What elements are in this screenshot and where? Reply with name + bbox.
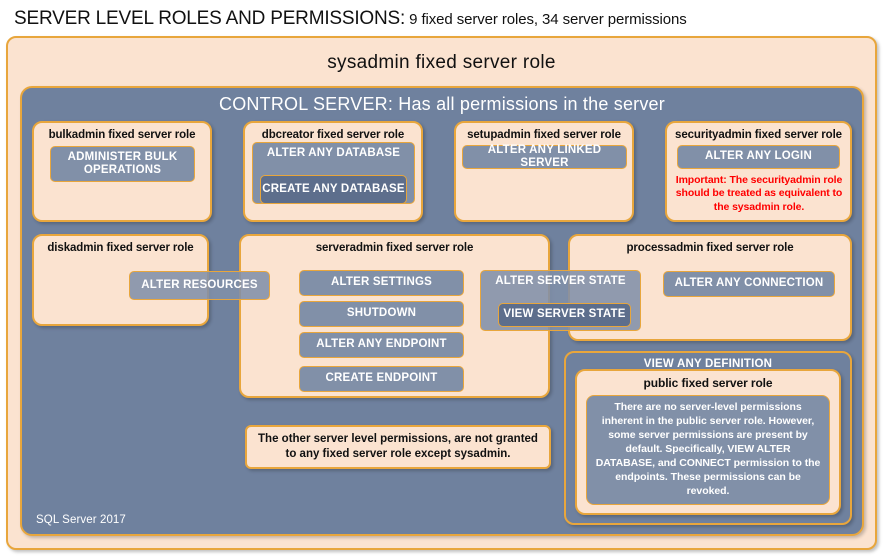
page-title-sub: 9 fixed server roles, 34 server permissi…	[405, 11, 687, 28]
permission-alter-any-database-label: ALTER ANY DATABASE	[266, 147, 401, 159]
securityadmin-warning-note: Important: The securityadmin role should…	[675, 174, 843, 213]
other-permissions-note: The other server level permissions, are …	[245, 425, 551, 469]
permission-alter-any-connection[interactable]: ALTER ANY CONNECTION	[663, 271, 835, 297]
role-title-public: public fixed server role	[643, 376, 773, 390]
role-title-bulkadmin: bulkadmin fixed server role	[48, 129, 196, 141]
role-box-diskadmin: diskadmin fixed server role	[32, 234, 209, 326]
permission-administer-bulk-operations[interactable]: ADMINISTER BULK OPERATIONS	[50, 146, 195, 182]
control-server-label: CONTROL SERVER: Has all permissions in t…	[219, 94, 665, 114]
permission-view-server-state[interactable]: VIEW SERVER STATE	[498, 303, 631, 327]
sysadmin-role-label: sysadmin fixed server role	[327, 52, 556, 73]
permission-create-any-database[interactable]: CREATE ANY DATABASE	[260, 175, 407, 204]
permission-alter-server-state-label: ALTER SERVER STATE	[495, 275, 626, 287]
role-title-serveradmin: serveradmin fixed server role	[315, 242, 474, 254]
role-title-diskadmin: diskadmin fixed server role	[47, 242, 194, 254]
role-title-securityadmin: securityadmin fixed server role	[675, 129, 842, 141]
role-title-processadmin: processadmin fixed server role	[626, 242, 794, 254]
permission-view-any-definition[interactable]: VIEW ANY DEFINITION	[643, 358, 773, 370]
permission-alter-resources[interactable]: ALTER RESOURCES	[129, 271, 270, 300]
role-title-setupadmin: setupadmin fixed server role	[467, 129, 621, 141]
public-role-note: There are no server-level permissions in…	[586, 395, 830, 505]
permission-alter-settings[interactable]: ALTER SETTINGS	[299, 270, 464, 296]
permission-alter-any-linked-server[interactable]: ALTER ANY LINKED SERVER	[462, 144, 627, 169]
page-title-main: SERVER LEVEL ROLES AND PERMISSIONS:	[14, 8, 406, 29]
role-title-dbcreator: dbcreator fixed server role	[261, 129, 405, 141]
permission-create-endpoint[interactable]: CREATE ENDPOINT	[299, 366, 464, 392]
permission-alter-any-login[interactable]: ALTER ANY LOGIN	[677, 145, 840, 169]
page-title: SERVER LEVEL ROLES AND PERMISSIONS: 9 fi…	[14, 8, 874, 34]
permission-alter-any-endpoint[interactable]: ALTER ANY ENDPOINT	[299, 332, 464, 358]
footer-version-label: SQL Server 2017	[36, 514, 126, 526]
role-box-setupadmin: setupadmin fixed server role	[454, 121, 634, 222]
permission-shutdown[interactable]: SHUTDOWN	[299, 301, 464, 327]
role-box-securityadmin: securityadmin fixed server role	[665, 121, 852, 222]
